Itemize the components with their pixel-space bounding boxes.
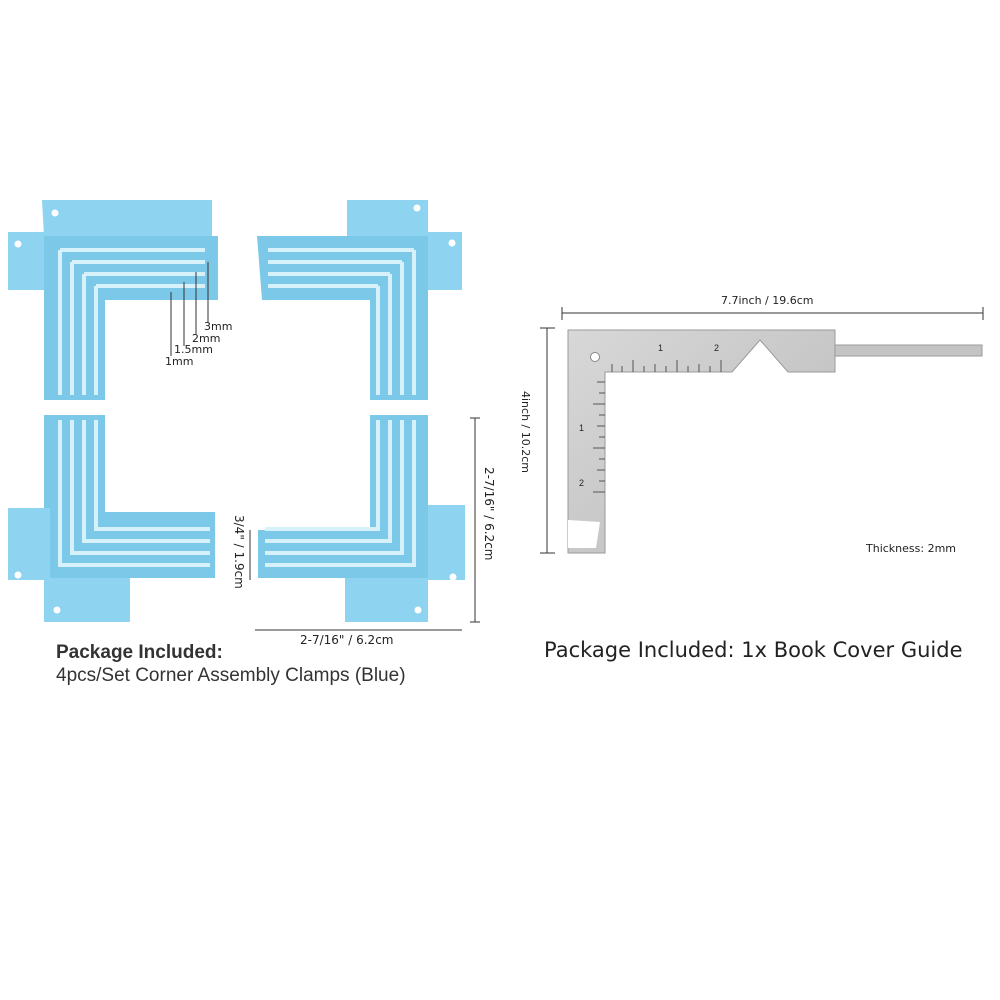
clamp-dimension-lines <box>249 417 480 631</box>
clamp-width-dimension: 2-7/16" / 6.2cm <box>300 633 394 647</box>
ruler-side-tick-2: 2 <box>579 478 585 488</box>
step-label-2mm: 2mm <box>192 332 221 345</box>
step-label-3mm: 3mm <box>204 320 233 333</box>
book-cover-guide <box>567 329 983 554</box>
corner-clamp-bottom-left <box>8 415 215 622</box>
guide-length-dimension: 7.7inch / 19.6cm <box>721 294 814 307</box>
step-label-1-5mm: 1.5mm <box>174 343 213 356</box>
guide-thickness: Thickness: 2mm <box>866 542 956 555</box>
step-label-1mm: 1mm <box>165 355 194 368</box>
clamps-package-description: 4pcs/Set Corner Assembly Clamps (Blue) <box>56 665 406 686</box>
guide-package-text: Package Included: 1x Book Cover Guide <box>544 638 963 662</box>
clamp-depth-dimension: 3/4" / 1.9cm <box>232 515 246 589</box>
ruler-top-tick-2: 2 <box>714 343 720 353</box>
corner-clamp-bottom-right <box>258 415 465 622</box>
corner-clamp-top-left <box>8 200 218 400</box>
clamp-height-dimension: 2-7/16" / 6.2cm <box>482 467 496 561</box>
ruler-side-tick-1: 1 <box>579 423 585 433</box>
clamps-package-title: Package Included: <box>56 642 223 663</box>
guide-height-dimension: 4inch / 10.2cm <box>519 391 532 474</box>
corner-clamp-top-right <box>257 200 462 400</box>
ruler-top-tick-1: 1 <box>658 343 664 353</box>
guide-dimension-lines <box>540 307 984 554</box>
step-indicator-lines <box>170 262 209 356</box>
